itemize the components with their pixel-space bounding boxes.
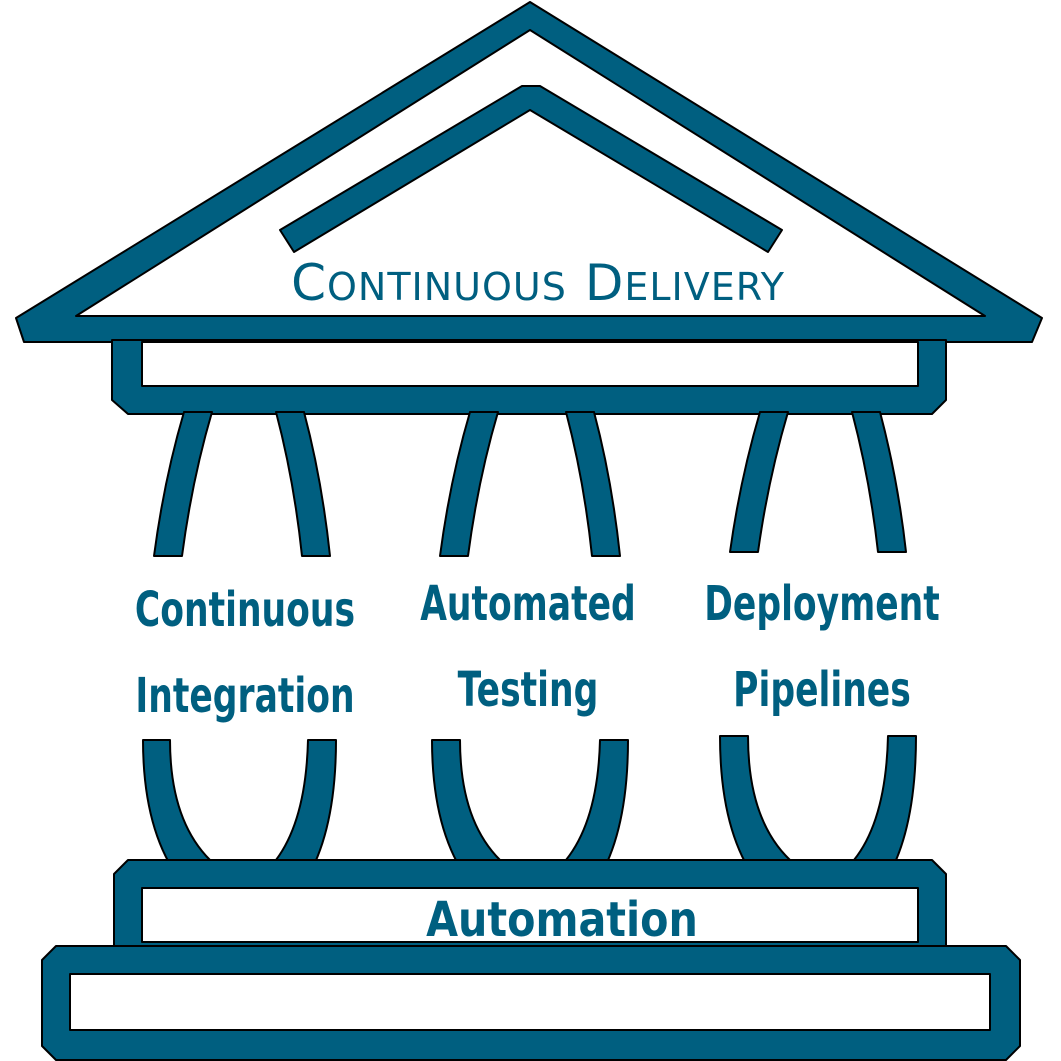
entablature-inner: [141, 341, 919, 387]
pillar-3-label-line2: Pipelines: [733, 661, 911, 717]
upper-base: [113, 859, 947, 949]
pillar-continuous-integration: [142, 411, 337, 881]
lower-base-inner: [69, 973, 991, 1031]
automation-label: Automation: [426, 891, 698, 948]
pillar-1-left-top: [153, 411, 213, 557]
lower-base: [41, 945, 1021, 1061]
pillar-2-bottom: [431, 739, 629, 881]
pillar-deployment-pipelines: [719, 411, 917, 881]
roof-chevron: [279, 85, 783, 253]
entablature: [111, 339, 947, 415]
pillar-1-label-line2: Integration: [135, 667, 354, 723]
pillar-3-bottom: [719, 735, 917, 881]
pillar-3-label: Deployment: [704, 575, 940, 631]
pillar-3-right-top: [851, 411, 907, 553]
pillar-2-label-line2: Testing: [458, 661, 599, 717]
pillar-1-label: Continuous Testing: [135, 581, 355, 637]
pillar-3-left-top: [729, 411, 789, 553]
upper-base-inner: [141, 887, 919, 943]
roof: [15, 1, 1043, 343]
pillar-2-left-top: [439, 411, 499, 557]
pillar-1-bottom: [142, 739, 337, 881]
pillar-automated-testing: [431, 411, 629, 881]
pillar-1-right-top: [275, 411, 331, 557]
pillar-2-right-top: [565, 411, 621, 557]
pillar-2-label: Automated: [420, 575, 636, 631]
